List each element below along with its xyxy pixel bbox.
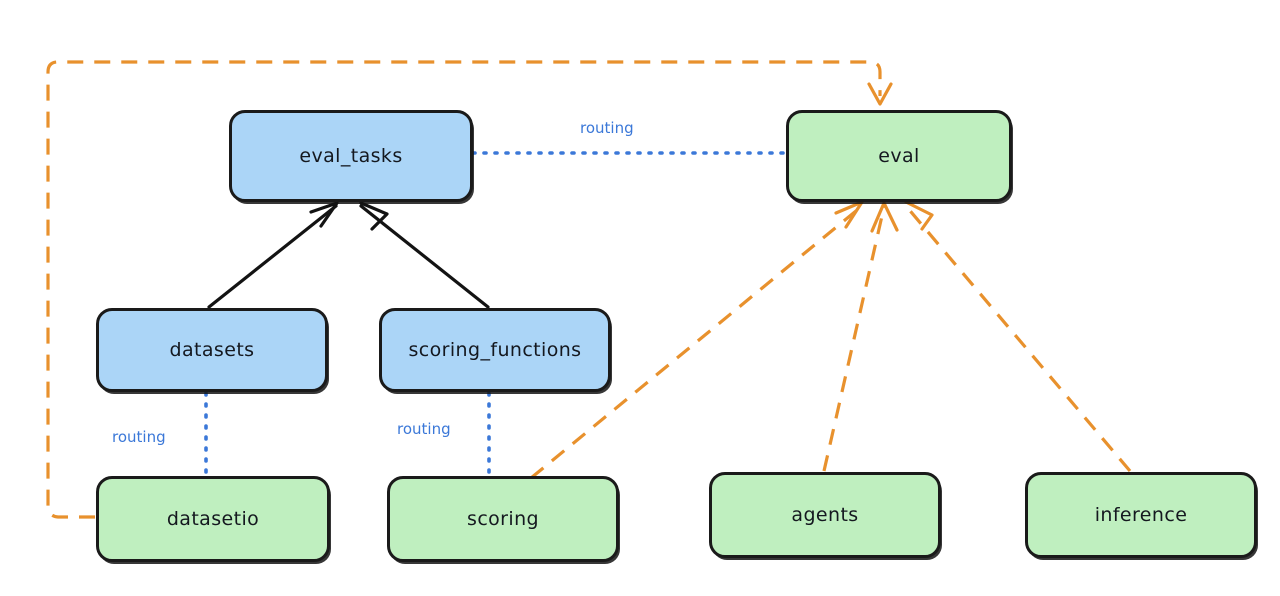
- edge-agents-to-eval: [822, 206, 886, 472]
- node-label: datasets: [169, 339, 255, 361]
- arrowhead-datasetio-to-eval: [867, 82, 893, 106]
- node-datasetio[interactable]: datasetio: [96, 476, 330, 562]
- node-scoring[interactable]: scoring: [387, 476, 619, 562]
- node-label: inference: [1094, 504, 1188, 526]
- node-scoring-functions[interactable]: scoring_functions: [379, 308, 611, 392]
- node-datasets[interactable]: datasets: [96, 308, 328, 392]
- node-agents[interactable]: agents: [709, 472, 941, 558]
- node-label: datasetio: [166, 508, 260, 530]
- edge-datasets-to-eval_tasks: [207, 204, 338, 309]
- arrowhead-agents-to-eval: [870, 201, 899, 233]
- edge-label-routing-datasets-datasetio: routing: [112, 428, 166, 446]
- node-label: eval_tasks: [299, 145, 403, 167]
- arrowhead-datasets-to-eval_tasks: [309, 201, 339, 228]
- arrowhead-scoring_functions-to-eval_tasks: [359, 201, 389, 231]
- node-label: scoring_functions: [408, 339, 582, 361]
- edge-label-routing-eval-tasks-eval: routing: [580, 119, 634, 137]
- node-label: eval: [878, 145, 920, 167]
- node-eval[interactable]: eval: [786, 110, 1012, 202]
- edge-scoring-to-eval: [529, 204, 864, 480]
- node-label: scoring: [467, 508, 539, 530]
- arrowhead-inference-to-eval: [904, 200, 934, 231]
- edge-inference-to-eval: [904, 204, 1132, 473]
- arrowhead-scoring-to-eval: [834, 200, 864, 229]
- edge-datasetio-to-eval: [46, 60, 882, 519]
- node-eval-tasks[interactable]: eval_tasks: [229, 110, 473, 202]
- edge-label-routing-scoring-functions-scoring: routing: [397, 420, 451, 438]
- node-inference[interactable]: inference: [1025, 472, 1257, 558]
- node-label: agents: [791, 504, 859, 526]
- edge-scoring_functions-to-eval_tasks: [359, 204, 490, 309]
